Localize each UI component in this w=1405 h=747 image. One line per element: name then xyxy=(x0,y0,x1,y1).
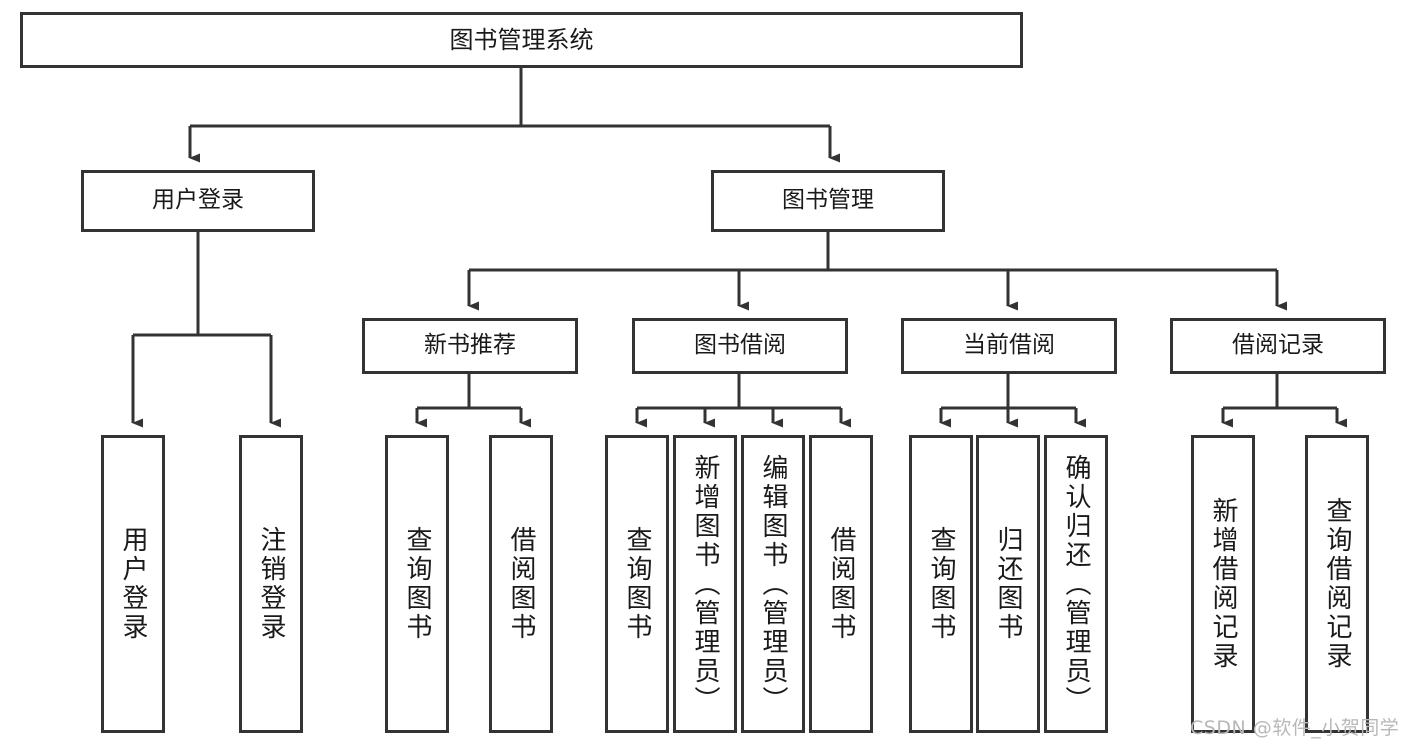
leaf-book-borrow-2-label: 新增图书（管理员） xyxy=(690,453,720,715)
leaf-book-borrow-2[interactable]: 新增图书（管理员） xyxy=(673,435,737,733)
leaf-current-borrow-3-label: 确认归还（管理员） xyxy=(1061,453,1091,715)
leaf-borrow-record-2[interactable]: 查询借阅记录 xyxy=(1305,435,1369,733)
leaf-user-login-2-label: 注销登录 xyxy=(256,526,286,642)
node-borrow-record[interactable]: 借阅记录 xyxy=(1170,318,1386,374)
leaf-current-borrow-2-label: 归还图书 xyxy=(993,526,1023,642)
node-book-borrow-label: 图书借阅 xyxy=(694,332,786,359)
node-user-login-label: 用户登录 xyxy=(152,187,244,214)
leaf-borrow-record-1-label: 新增借阅记录 xyxy=(1208,497,1238,671)
leaf-user-login-2[interactable]: 注销登录 xyxy=(239,435,303,733)
leaf-book-borrow-4[interactable]: 借阅图书 xyxy=(809,435,873,733)
leaf-book-borrow-1-label: 查询图书 xyxy=(622,526,652,642)
leaf-user-login-1[interactable]: 用户登录 xyxy=(101,435,165,733)
node-user-login[interactable]: 用户登录 xyxy=(81,170,315,232)
csdn-watermark: CSDN @软件_小贺同学 xyxy=(1190,717,1400,739)
leaf-current-borrow-2[interactable]: 归还图书 xyxy=(976,435,1040,733)
leaf-user-login-1-label: 用户登录 xyxy=(118,526,148,642)
leaf-current-borrow-1[interactable]: 查询图书 xyxy=(909,435,973,733)
node-book-manage-label: 图书管理 xyxy=(782,187,874,214)
node-borrow-record-label: 借阅记录 xyxy=(1232,332,1324,359)
leaf-borrow-record-2-label: 查询借阅记录 xyxy=(1322,497,1352,671)
node-new-book-label: 新书推荐 xyxy=(424,332,516,359)
leaf-new-book-1[interactable]: 查询图书 xyxy=(385,435,449,733)
node-root[interactable]: 图书管理系统 xyxy=(20,12,1023,68)
node-book-borrow[interactable]: 图书借阅 xyxy=(632,318,848,374)
leaf-new-book-1-label: 查询图书 xyxy=(402,526,432,642)
leaf-new-book-2[interactable]: 借阅图书 xyxy=(489,435,553,733)
leaf-book-borrow-1[interactable]: 查询图书 xyxy=(605,435,669,733)
node-new-book[interactable]: 新书推荐 xyxy=(362,318,578,374)
node-current-borrow-label: 当前借阅 xyxy=(963,332,1055,359)
leaf-book-borrow-3-label: 编辑图书（管理员） xyxy=(758,453,788,715)
leaf-current-borrow-1-label: 查询图书 xyxy=(926,526,956,642)
node-book-manage[interactable]: 图书管理 xyxy=(711,170,945,232)
leaf-current-borrow-3[interactable]: 确认归还（管理员） xyxy=(1044,435,1108,733)
leaf-borrow-record-1[interactable]: 新增借阅记录 xyxy=(1191,435,1255,733)
node-root-label: 图书管理系统 xyxy=(449,25,594,54)
node-current-borrow[interactable]: 当前借阅 xyxy=(901,318,1117,374)
leaf-new-book-2-label: 借阅图书 xyxy=(506,526,536,642)
leaf-book-borrow-3[interactable]: 编辑图书（管理员） xyxy=(741,435,805,733)
leaf-book-borrow-4-label: 借阅图书 xyxy=(826,526,856,642)
